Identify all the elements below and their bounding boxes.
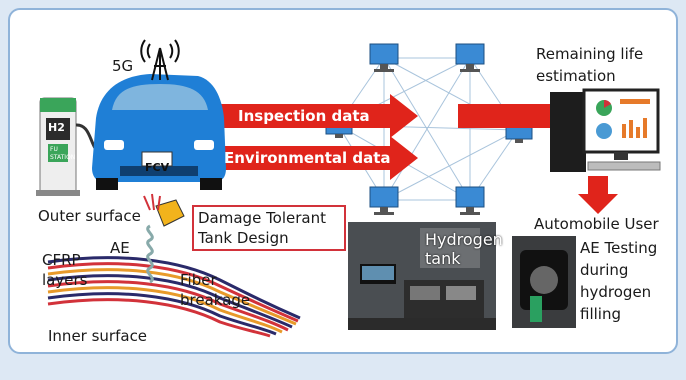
damage-line2-label: Tank Design — [198, 229, 289, 247]
station-h2-label: H2 — [48, 121, 65, 134]
down-arrow-icon — [578, 176, 618, 214]
to-estimation-arrow — [458, 94, 578, 138]
tank-label: tank — [425, 249, 461, 268]
estimation-label: estimation — [536, 67, 616, 85]
breakage-label: breakage — [180, 291, 251, 309]
damage-line1-label: Damage Tolerant — [198, 209, 326, 227]
ae-wave-spring — [146, 224, 154, 284]
5g-label: 5G — [112, 57, 134, 75]
automobile-user-label: Automobile User — [534, 215, 659, 233]
layers-label: layers — [42, 271, 88, 289]
damage-tolerant-box: Damage Tolerant Tank Design — [192, 205, 346, 251]
cfrp-layers — [47, 256, 301, 338]
hydrogen-label: Hydrogen — [425, 230, 503, 249]
outer-surface-label: Outer surface — [38, 207, 141, 225]
fiber-breakage-mark — [143, 193, 161, 211]
monitor-icon — [369, 43, 399, 72]
environmental-data-label: Environmental data — [224, 149, 391, 167]
monitor-icon — [369, 186, 399, 215]
remaining-life-label: Remaining life — [536, 45, 644, 63]
monitor-icon — [455, 186, 485, 215]
fiber-label: Fiber — [180, 271, 217, 289]
cfrp-label: CFRP — [42, 251, 81, 269]
antenna-icon — [140, 39, 180, 81]
environmental-data-arrow — [205, 136, 418, 180]
inspection-data-label: Inspection data — [238, 107, 370, 125]
ae-label: AE — [110, 239, 130, 257]
ae-testing-photo — [512, 236, 576, 328]
ae-sensor — [155, 199, 185, 227]
car-icon — [92, 74, 226, 190]
ae-testing-label: AE Testing — [580, 239, 658, 257]
hydrogen-tank-photo — [348, 222, 496, 330]
car-plate-label: FCV — [145, 161, 170, 174]
monitor-icon — [455, 43, 485, 72]
charging-station-icon — [36, 97, 101, 196]
during-label: during — [580, 261, 629, 279]
hydrogen-filling-label: hydrogen — [580, 283, 652, 301]
workstation-icon — [550, 88, 661, 172]
inspection-data-arrow — [205, 94, 418, 138]
inner-surface-label: Inner surface — [48, 327, 148, 345]
network-lines — [337, 57, 519, 201]
filling-label: filling — [580, 305, 621, 323]
station-sub-label: FU STATION — [50, 146, 76, 161]
